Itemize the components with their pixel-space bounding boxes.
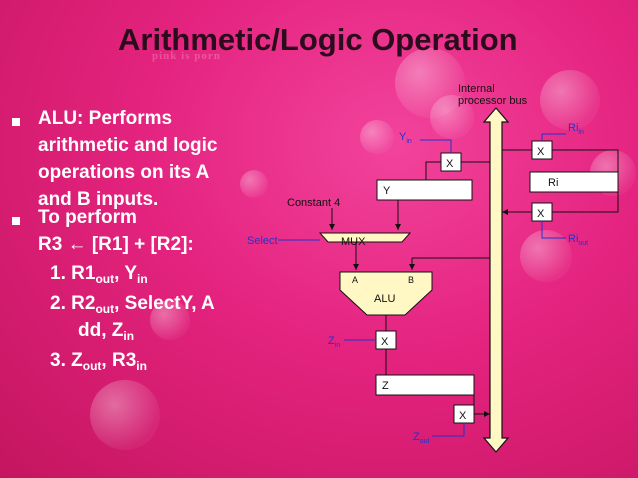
bullet-1-line-1: ALU: Performs — [38, 108, 173, 129]
slide-title: Arithmetic/Logic Operation — [118, 22, 518, 57]
bullet-2-line-1: To perform — [38, 207, 137, 228]
y-in-control — [420, 139, 452, 153]
z-out-gate-label: X — [459, 410, 467, 422]
left-arrow-icon: ← — [67, 234, 87, 255]
internal-bus-arrow — [482, 107, 510, 453]
z-in-gate-label: X — [381, 336, 389, 348]
step-1: 1. R1out, Yin — [50, 263, 148, 286]
bubble — [520, 230, 572, 282]
z-register-label: Z — [382, 380, 389, 392]
step-2-line-1: 2. R2out, SelectY, A — [50, 293, 215, 316]
bus-label-line-1: Internal — [458, 83, 495, 95]
select-label: Select — [247, 235, 278, 247]
ri-in-control — [541, 133, 566, 141]
bullet-marker — [12, 217, 20, 225]
ri-register — [529, 171, 619, 193]
bubble — [430, 95, 474, 139]
alu-block — [339, 271, 433, 316]
mux-label: MUX — [341, 236, 366, 248]
bubble — [395, 48, 465, 118]
bubble — [90, 380, 160, 450]
ri-out-wire — [552, 192, 619, 213]
mux — [318, 232, 412, 243]
alu-input-b-label: B — [408, 275, 414, 285]
constant-4-label: Constant 4 — [287, 197, 340, 209]
bullet-1-line-2: arithmetic and logic — [38, 135, 218, 156]
bubble — [150, 300, 190, 340]
y-register-label: Y — [383, 185, 391, 197]
y-in-label: Yin — [399, 131, 412, 145]
bullet-1-line-4: and B inputs. — [38, 189, 159, 210]
step-3: 3. Zout, R3in — [50, 350, 147, 373]
alu-input-a-label: A — [352, 275, 358, 285]
ri-loop-wire — [552, 149, 619, 172]
step-2-line-2: dd, Zin — [78, 320, 135, 343]
alu-label: ALU — [374, 293, 395, 305]
ri-out-label: Riout — [568, 233, 588, 247]
y-gate-to-y-wire — [425, 161, 441, 180]
ri-out-control — [541, 221, 566, 239]
z-register — [375, 374, 475, 396]
z-out-label: Zout — [413, 431, 430, 445]
ri-in-label: Riin — [568, 122, 584, 136]
y-register — [376, 179, 473, 201]
z-in-label: Zin — [328, 335, 340, 349]
bubble — [360, 120, 394, 154]
bullet-marker — [12, 118, 20, 126]
ri-label: Ri — [548, 177, 558, 189]
z-out-control — [432, 423, 465, 437]
watermark-text: pink is porn — [152, 50, 221, 62]
ri-in-gate-label: X — [537, 146, 545, 158]
bullet-2-line-2: R3 ← [R1] + [R2]: — [38, 234, 194, 255]
bus-label-line-2: processor bus — [458, 95, 528, 107]
bullet-1-line-3: operations on its A — [38, 162, 210, 183]
bubble — [240, 170, 268, 198]
bubble — [540, 70, 600, 130]
y-in-gate-label: X — [446, 158, 454, 170]
ri-out-gate-label: X — [537, 208, 545, 220]
